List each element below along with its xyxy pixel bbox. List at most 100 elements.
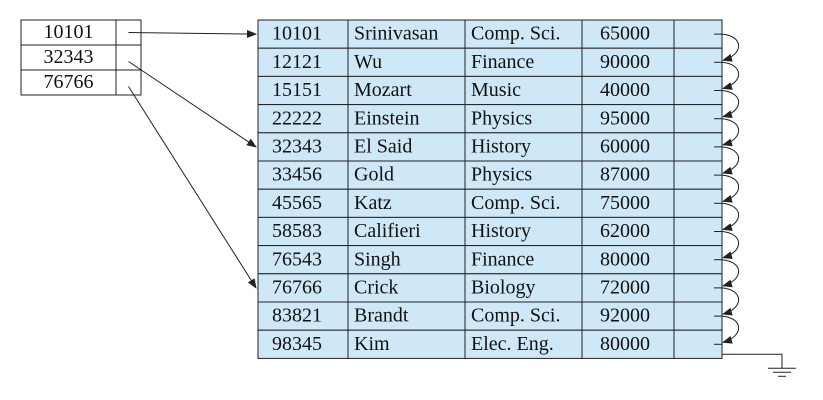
table-cell-name-label: Kim (354, 333, 390, 355)
table-row: 45565 Katz Comp. Sci. 75000 (257, 188, 723, 218)
table-cell-name-label: Wu (354, 51, 382, 73)
next-record-pointer (721, 287, 740, 316)
table-cell-id (257, 216, 349, 247)
next-record-pointer (721, 231, 740, 260)
table-cell-name (347, 301, 466, 331)
table-cell-salary-label: 72000 (600, 276, 650, 298)
table-cell-id-label: 33456 (272, 164, 322, 186)
next-record-pointer (721, 259, 740, 288)
table-cell-dept (464, 47, 583, 77)
table-cell-name (347, 75, 466, 106)
next-record-pointer (721, 146, 740, 175)
table-cell-id (257, 329, 349, 359)
table-cell-name-label: Singh (354, 248, 401, 270)
table-cell-name (347, 245, 466, 275)
table-cell-name (347, 273, 466, 303)
next-record-pointer (721, 202, 740, 231)
table-cell-id-label: 22222 (272, 107, 322, 129)
index-pointer-arrow (128, 29, 257, 38)
table-cell-salary-label: 60000 (600, 135, 650, 157)
table-cell-dept-label: Comp. Sci. (471, 192, 560, 214)
table-cell-name-label: Katz (354, 192, 392, 214)
table-cell-dept-label: Music (471, 79, 521, 101)
index-key-label: 10101 (44, 21, 94, 43)
table-cell-salary-label: 80000 (600, 333, 650, 355)
table-cell-id-label: 15151 (272, 79, 322, 101)
table-cell-salary-label: 80000 (600, 248, 650, 270)
table-cell-dept (464, 104, 583, 134)
table-cell-id-label: 76766 (272, 276, 322, 298)
table-cell-dept-label: Comp. Sci. (471, 305, 560, 327)
table-cell-dept (464, 132, 583, 162)
table-cell-dept-label: History (471, 220, 531, 242)
table-cell-name-label: Califieri (354, 220, 421, 242)
table-cell-salary (581, 245, 675, 275)
table-cell-id (257, 104, 349, 134)
next-record-pointer (721, 315, 740, 344)
index-entry: 10101 (20, 19, 142, 46)
table-cell-salary (581, 216, 675, 247)
table-row: 98345 Kim Elec. Eng. 80000 (257, 329, 723, 359)
table-cell-dept (464, 188, 583, 218)
table-cell-dept-label: Physics (471, 107, 532, 129)
index-pointers (128, 29, 257, 289)
table-cell-name (347, 188, 466, 218)
table-cell-salary (581, 19, 675, 49)
table-cell-id-label: 12121 (272, 51, 322, 73)
table-cell-dept-label: Elec. Eng. (471, 333, 554, 355)
record-chain-pointers (714, 33, 740, 345)
index-pointer-arrow (128, 86, 257, 289)
index-pointer-arrow (128, 61, 257, 148)
table-cell-dept (464, 245, 583, 275)
table-cell-id-label: 58583 (272, 220, 322, 242)
table-cell-salary-label: 75000 (600, 192, 650, 214)
table-cell-name-label: Crick (354, 276, 398, 298)
table-row: 12121 Wu Finance 90000 (257, 47, 723, 77)
next-record-pointer (721, 174, 740, 203)
index-key-label: 32343 (44, 46, 94, 68)
next-record-pointer (721, 33, 740, 62)
table-row: 83821 Brandt Comp. Sci. 92000 (257, 301, 723, 331)
table-cell-salary-label: 92000 (600, 305, 650, 327)
table-cell-id-label: 98345 (272, 333, 322, 355)
table-cell-dept (464, 329, 583, 359)
table-cell-salary-label: 65000 (600, 23, 650, 45)
table-cell-name-label: Einstein (354, 107, 420, 129)
table-cell-salary (581, 132, 675, 162)
table-cell-salary-label: 90000 (600, 51, 650, 73)
table-row: 76766 Crick Biology 72000 (257, 273, 723, 303)
null-pointer-ground-icon (722, 353, 796, 377)
table-cell-id-label: 83821 (272, 305, 322, 327)
index-pointer-cell (115, 69, 142, 96)
index-key-cell (20, 19, 117, 46)
index-key-label: 76766 (44, 71, 94, 93)
next-record-pointer (721, 90, 740, 119)
table-cell-name-label: Brandt (354, 305, 409, 327)
table-cell-salary-label: 87000 (600, 164, 650, 186)
table-cell-id-label: 10101 (272, 23, 322, 45)
table-cell-dept-label: History (471, 135, 531, 157)
next-record-pointer (721, 118, 740, 147)
table-cell-dept (464, 216, 583, 247)
table-cell-name (347, 329, 466, 359)
index-pointer-cell (115, 44, 142, 71)
table-cell-id (257, 301, 349, 331)
table-cell-dept (464, 75, 583, 106)
next-record-pointer (721, 61, 740, 90)
table-cell-salary (581, 75, 675, 106)
index-entry: 76766 (20, 69, 142, 96)
table-cell-id-label: 76543 (272, 248, 322, 270)
table-cell-id (257, 245, 349, 275)
table-cell-id-label: 45565 (272, 192, 322, 214)
table-cell-salary-label: 40000 (600, 79, 650, 101)
table-cell-name-label: El Said (354, 135, 412, 157)
table-cell-dept-label: Finance (471, 51, 534, 73)
table-cell-dept-label: Biology (471, 276, 535, 298)
